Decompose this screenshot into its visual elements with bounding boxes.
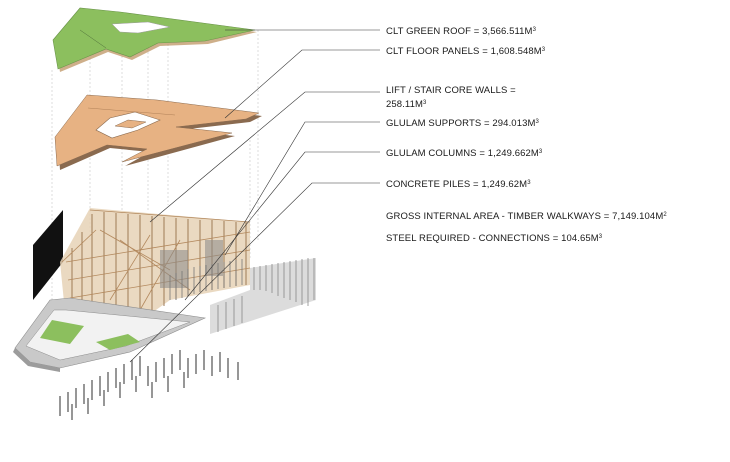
leader-core-walls	[149, 91, 380, 223]
label-core-walls-line1: LIFT / STAIR CORE WALLS =	[386, 85, 516, 96]
podium-green-strip	[40, 320, 84, 344]
concrete-piles	[59, 350, 239, 420]
label-steel-required: STEEL REQUIRED - CONNECTIONS = 104.65M3	[386, 233, 603, 244]
podium-green-strip-2	[96, 334, 140, 350]
right-louvre-screen	[210, 258, 316, 334]
core-walls	[160, 240, 223, 288]
label-glulam-supports: GLULAM SUPPORTS = 294.013M3	[386, 118, 539, 129]
timber-walkway-screens	[169, 259, 243, 300]
leader-concrete-piles	[129, 182, 380, 363]
frame-volume	[60, 208, 250, 332]
label-glulam-columns: GLULAM COLUMNS = 1,249.662M3	[386, 148, 543, 159]
clt-floor-panels-layer	[54, 94, 262, 170]
green-roof-void	[111, 21, 171, 34]
lift-stair-core-screen	[33, 210, 63, 300]
green-roof-surface	[52, 7, 256, 70]
green-roof-joint	[79, 29, 107, 49]
leader-floor-panels	[224, 49, 380, 119]
label-core-walls-line2: 258.11M3	[386, 99, 427, 110]
clt-green-roof-layer	[52, 7, 257, 72]
floor-panel-seam	[87, 107, 176, 116]
floor-panel-void-2	[114, 119, 147, 129]
label-concrete-piles: CONCRETE PILES = 1,249.62M3	[386, 179, 531, 190]
right-louvre-lines	[217, 258, 315, 332]
floor-panel-surface	[54, 94, 260, 167]
leader-lines	[129, 29, 380, 363]
leader-glulam-supports	[224, 121, 380, 256]
podium-base	[13, 297, 207, 372]
label-clt-green-roof: CLT GREEN ROOF = 3,566.511M3	[386, 26, 537, 37]
label-gross-internal-area: GROSS INTERNAL AREA - TIMBER WALKWAYS = …	[386, 211, 667, 222]
glulam-frame-layer	[60, 208, 251, 332]
leader-glulam-columns	[184, 151, 380, 301]
label-clt-floor-panels: CLT FLOOR PANELS = 1,608.548M3	[386, 46, 546, 57]
